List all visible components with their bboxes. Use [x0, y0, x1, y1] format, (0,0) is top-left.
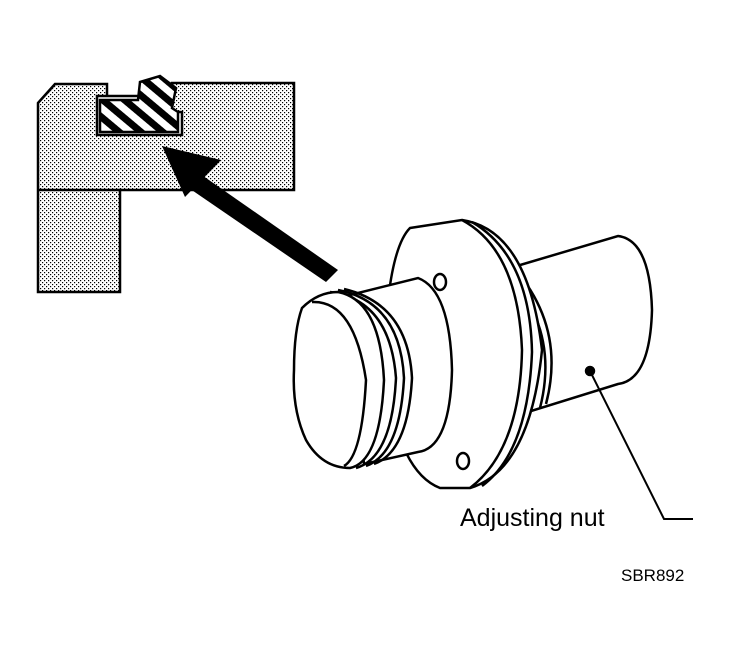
adjusting-nut-assembly [292, 218, 654, 490]
front-face-chamfer [311, 300, 368, 468]
leader-line [589, 370, 693, 520]
o-ring-3 [343, 287, 414, 466]
o-ring-2 [337, 288, 406, 468]
figure-code: SBR892 [621, 566, 685, 585]
flange-hole-top [432, 272, 448, 292]
seal-cross-section-detail [36, 74, 296, 294]
flange-hole-bottom [455, 451, 471, 471]
arrow-head [162, 146, 221, 197]
front-face [292, 290, 386, 470]
flange-rim-1 [461, 218, 524, 489]
pointer-arrow [162, 146, 338, 282]
adjusting-nut-label: Adjusting nut [460, 504, 605, 532]
seal-ring-section [98, 74, 180, 134]
arrow-shaft [183, 171, 338, 282]
flange-rim-2 [471, 220, 534, 488]
